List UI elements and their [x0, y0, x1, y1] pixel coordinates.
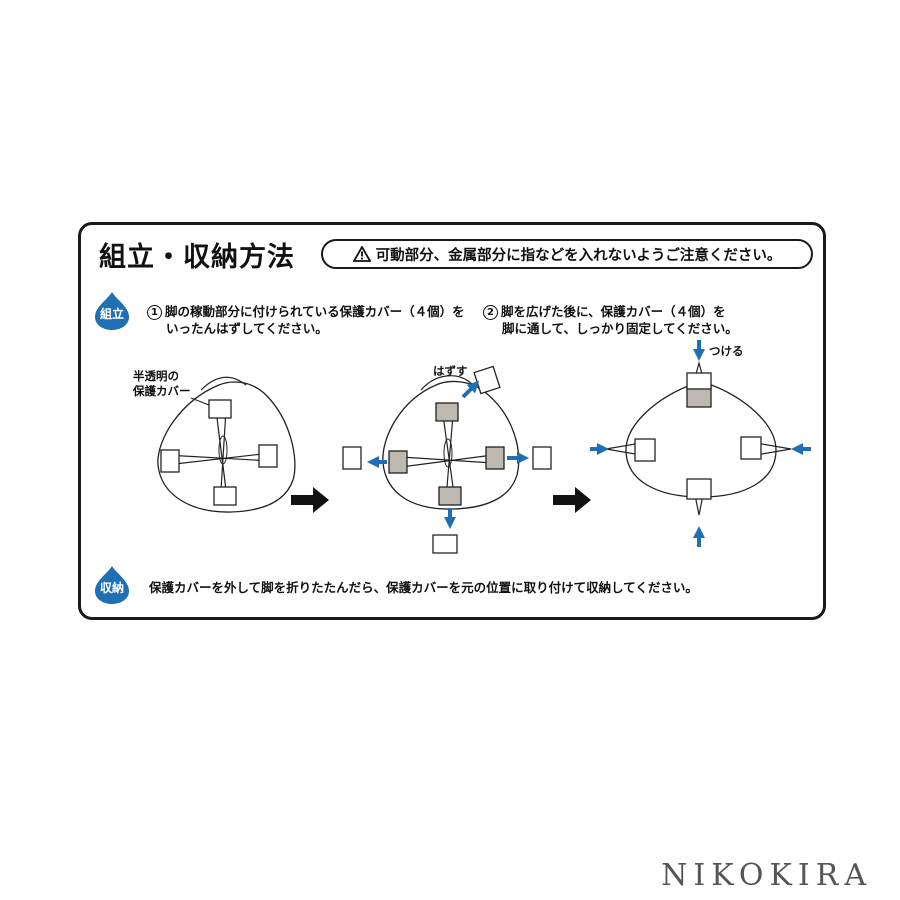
- page-title: 組立・収納方法: [99, 242, 295, 273]
- assembly-badge-label: 組立: [99, 307, 124, 321]
- assembly-diagram: [157, 340, 811, 554]
- step-2-line2: 脚に通して、しっかり固定してください。: [502, 321, 738, 336]
- instruction-card: 組立・収納方法 可動部分、金属部分に指などを入れないようご注意ください。 組立 …: [78, 222, 826, 620]
- storage-badge-label: 収納: [99, 581, 124, 595]
- storage-instruction: 保護カバーを外して脚を折りたたんだら、保護カバーを元の位置に取り付けて収納してく…: [149, 580, 698, 595]
- next-step-arrow-icon: [291, 487, 329, 513]
- next-step-arrow-icon: [553, 487, 591, 513]
- drop-shape-icon: [95, 292, 129, 330]
- diagram-1-folded-stand: [157, 376, 296, 513]
- warning-banner: 可動部分、金属部分に指などを入れないようご注意ください。: [321, 239, 813, 269]
- step-1-line1: 脚の稼動部分に付けられている保護カバー（４個）を: [165, 304, 465, 319]
- step-2-line1: 脚を広げた後に、保護カバー（４個）を: [501, 304, 726, 319]
- diagram-2-remove-covers: [342, 365, 552, 554]
- cover-label: 半透明の 保護カバー: [133, 369, 191, 399]
- watermark: NIKOKIRA: [661, 858, 872, 893]
- cover-label-line2: 保護カバー: [133, 384, 191, 398]
- storage-badge: 収納: [93, 565, 131, 605]
- step-1-line2: いったんはずしてください。: [166, 321, 328, 336]
- warning-text: 可動部分、金属部分に指などを入れないようご注意ください。: [375, 247, 782, 264]
- remove-label: はずす: [433, 364, 468, 378]
- diagram-3-attach-covers: [590, 340, 811, 547]
- drop-shape-icon: [95, 566, 129, 604]
- warning-triangle-icon: [352, 246, 371, 262]
- step-number: 1: [147, 305, 162, 320]
- assembly-badge: 組立: [93, 291, 131, 331]
- step-number: 2: [483, 305, 498, 320]
- attach-label: つける: [709, 344, 744, 358]
- cover-label-line1: 半透明の: [133, 369, 179, 383]
